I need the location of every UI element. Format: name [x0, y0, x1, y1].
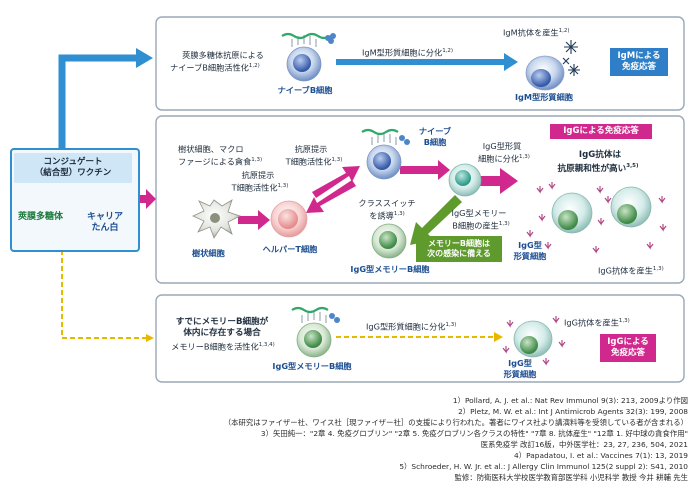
- bottom-igg-plasma-line2: 形質細胞: [503, 369, 537, 379]
- helper-t-cell: [270, 200, 308, 238]
- igg-memory-prod-line2: B細胞の産生1,3): [452, 220, 510, 231]
- top-igm-badge: IgMによる 免疫応答: [610, 48, 668, 76]
- magenta-arrow-teal-to-plasma: [480, 176, 502, 186]
- bottom-igg-badge-line2: 免疫応答: [610, 348, 645, 358]
- magenta-arrowhead-dc-to-t: [258, 210, 270, 230]
- blue-arrowhead-differentiation: [504, 53, 518, 71]
- bottom-igg-memory-b-cell: [291, 306, 340, 358]
- dendritic-label: 樹状細胞: [192, 248, 225, 258]
- polysaccharide-label: 莢膜多糖体: [18, 212, 64, 222]
- middle-igg-memory-b-cell: [371, 223, 407, 259]
- top-naive-b-cell: [281, 32, 336, 82]
- bottom-igg-memory-label: IgG型メモリーB細胞: [272, 361, 352, 371]
- bottom-panel: [155, 294, 685, 383]
- top-naive-b-label: ナイーブB細胞: [277, 85, 333, 95]
- class-switch-line2: を誘導1,3): [369, 210, 405, 221]
- antigen-present-b-line2: T細胞活性化1,3): [285, 156, 343, 167]
- igm-antibodies-icon: [562, 40, 580, 76]
- top-igm-badge-line1: IgMによる: [617, 51, 661, 61]
- igg-response-badge: IgGによる免疫応答: [550, 124, 652, 139]
- magenta-arrow-b-to-t: [306, 180, 356, 213]
- magenta-arrow-b-to-teal: [400, 166, 440, 174]
- vaccine-title: コンジュゲート （結合型）ワクチン: [14, 153, 132, 183]
- magenta-arrow-to-middle: [136, 195, 148, 203]
- top-igm-plasma-cell: [525, 55, 565, 91]
- bottom-igg-plasma-line1: IgG型: [508, 358, 532, 368]
- memory-exists-line2: 体内に存在する場合: [183, 328, 261, 338]
- supervisor-credit: 監修：防衛医科大学校医学教育部医学科 小児科学 教授 今井 耕輔 先生: [454, 473, 688, 482]
- middle-igg-memory-label: IgG型メモリーB細胞: [350, 264, 430, 274]
- reference-1: 1）Pollard, A. J. et al.: Nat Rev Immunol…: [452, 396, 688, 405]
- carrier-label-line1: キャリア: [86, 212, 123, 222]
- antigen-present-t-line1: 抗原提示: [241, 170, 275, 180]
- blue-arrow-to-top: [58, 54, 138, 148]
- middle-igg-plasma-cells: [551, 186, 652, 234]
- igg-affinity-line1: IgG抗体は: [578, 150, 622, 160]
- memory-badge-line1: メモリーB細胞は: [427, 239, 491, 248]
- top-igm-plasma-label: IgM型形質細胞: [515, 92, 573, 102]
- antigen-present-b-line1: 抗原提示: [294, 144, 328, 154]
- middle-naive-b-line1: ナイーブ: [418, 126, 452, 136]
- reference-5: 5）Schroeder, H. W. Jr. et al.: J Allergy…: [399, 462, 688, 471]
- carrier-label-line2: たん白: [91, 223, 119, 233]
- reference-2-note: （本研究はファイザー社、ワイス社［現ファイザー社］の支援により行われた。著者にワ…: [223, 418, 688, 427]
- igg-antibodies-icon: [526, 182, 667, 254]
- vaccine-title-line1: コンジュゲート: [43, 157, 103, 167]
- igg-plasma-diff-line2: 細胞に分化1,3): [478, 153, 530, 164]
- yellow-dashed-to-bottom: [61, 250, 148, 339]
- bottom-igg-produce: IgG抗体を産生1,3): [564, 317, 630, 328]
- middle-naive-b-line2: B細胞: [423, 137, 447, 147]
- top-activation-line1: 莢膜多糖体抗原による: [182, 50, 264, 60]
- middle-panel: [155, 115, 685, 284]
- reference-3-cont: 医系免疫学 改訂16版，中外医学社：23, 27, 236, 504, 2021: [480, 440, 688, 449]
- magenta-arrowhead-middle: [146, 189, 156, 209]
- bottom-igg-plasma-diff: IgG型形質細胞に分化1,3): [366, 321, 457, 332]
- middle-igg-produce: IgG抗体を産生1,3): [598, 265, 664, 276]
- reference-3: 3）矢田純一："2章 4. 免疫グロブリン" "2章 5. 免疫グロブリン各クラ…: [260, 429, 688, 438]
- top-igm-produce: IgM抗体を産生1,2): [503, 27, 570, 38]
- bottom-igg-plasma-cell: [513, 320, 553, 358]
- blue-arrow-differentiation: [336, 59, 506, 65]
- magenta-arrow-dc-to-t: [238, 216, 260, 224]
- antigen-present-t-line2: T細胞活性化1,3): [231, 182, 289, 193]
- middle-igg-plasma-line2: 形質細胞: [513, 251, 547, 261]
- green-arrow-to-memory: [410, 195, 462, 245]
- magenta-arrow-t-to-b: [312, 166, 360, 198]
- magenta-arrowhead-teal-to-plasma: [500, 168, 518, 194]
- dendritic-desc-line2: ファージによる貪食1,3): [178, 156, 263, 167]
- teal-activated-b-cell: [448, 163, 482, 197]
- vaccine-title-line2: （結合型）ワクチン: [34, 168, 112, 178]
- bottom-igg-badge-line1: IgGによる: [607, 337, 649, 347]
- memory-badge: メモリーB細胞は 次の感染に備える: [416, 236, 502, 262]
- igg-memory-prod-line1: IgG型メモリー: [451, 208, 507, 218]
- igg-plasma-diff-line1: IgG型形質: [482, 141, 522, 151]
- memory-exists-line1: すでにメモリーB細胞が: [175, 317, 269, 327]
- top-differentiation: IgM型形質細胞に分化1,2): [362, 47, 454, 58]
- top-igm-badge-line2: 免疫応答: [621, 62, 656, 72]
- memory-badge-line2: 次の感染に備える: [427, 249, 491, 258]
- magenta-arrowhead-b-to-teal: [438, 160, 450, 180]
- yellow-arrowhead-bottom: [146, 334, 154, 342]
- middle-igg-plasma-line1: IgG型: [518, 240, 542, 250]
- blue-arrowhead-top: [136, 48, 153, 68]
- reference-2: 2）Pletz, M. W. et al.: Int J Antimicrob …: [458, 407, 688, 416]
- bottom-igg-antibodies-icon: [502, 316, 566, 366]
- class-switch-line1: クラススイッチ: [358, 198, 416, 208]
- memory-activate: メモリーB細胞を活性化1,3,4): [171, 341, 275, 352]
- reference-4: 4）Papadatou, I. et al.: Vaccines 7(1): 1…: [514, 451, 688, 460]
- dendritic-cell: [192, 199, 242, 239]
- yellow-arrowhead-differentiation: [494, 332, 503, 342]
- middle-naive-b-cell: [361, 128, 410, 180]
- igg-affinity-line2: 抗原親和性が高い3,5): [557, 163, 639, 174]
- dendritic-desc-line1: 樹状細胞、マクロ: [178, 144, 244, 154]
- bottom-igg-badge: IgGによる 免疫応答: [600, 334, 656, 362]
- helper-t-label: ヘルパーT細胞: [262, 244, 318, 254]
- top-activation-line2: ナイーブB細胞活性化1,2): [170, 62, 260, 73]
